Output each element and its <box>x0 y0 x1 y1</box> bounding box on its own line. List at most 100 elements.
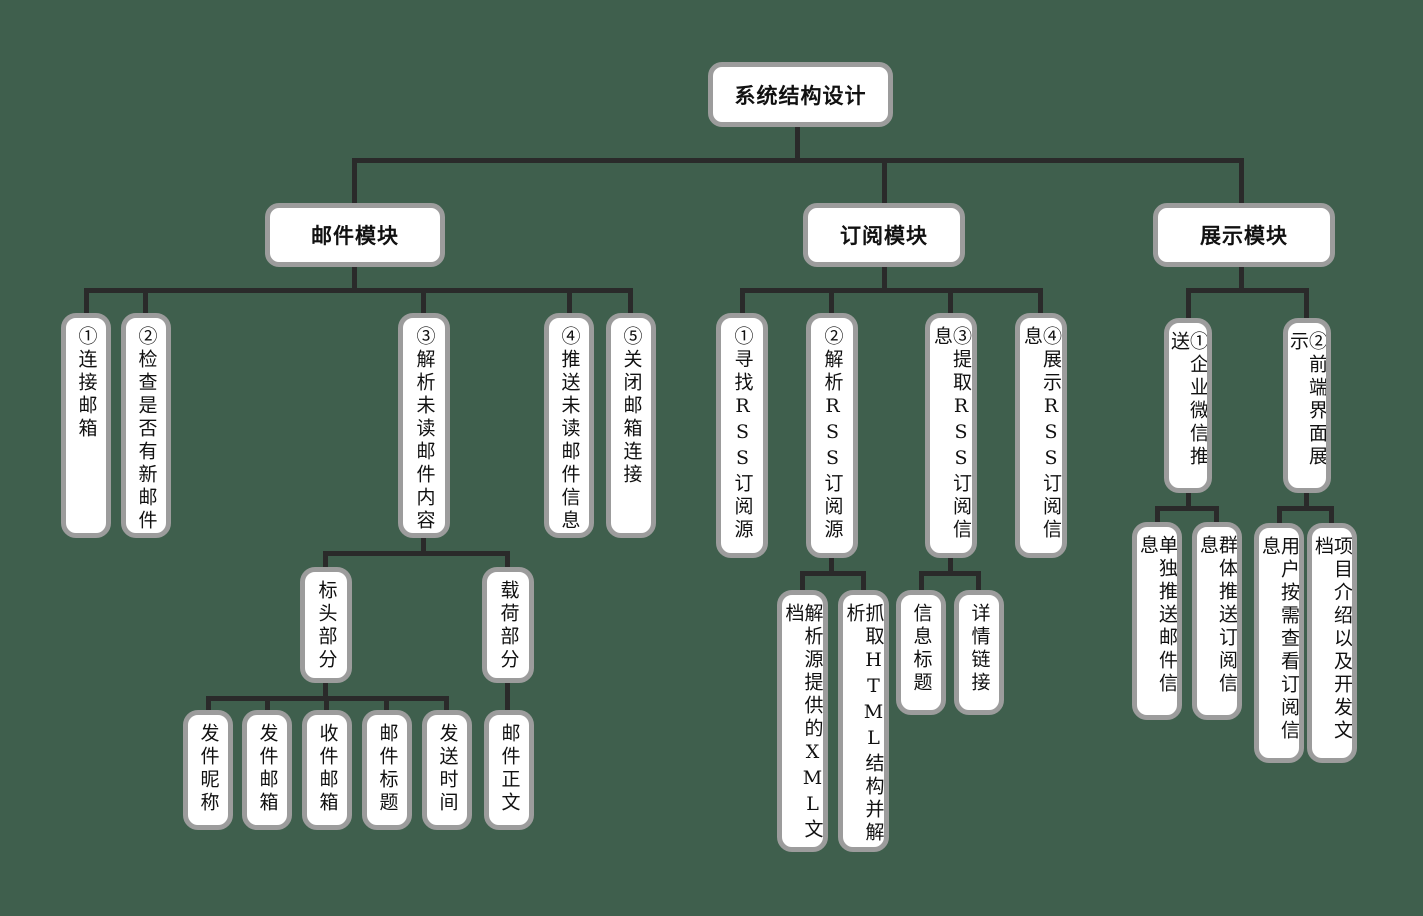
node-check-new-mail: ②检查是否有新邮件 <box>121 313 171 538</box>
node-label: ②检查是否有新邮件 <box>135 326 158 533</box>
node-recipient-email: 收件邮箱 <box>302 710 352 830</box>
node-label: ②解析RSS订阅源 <box>821 326 844 542</box>
connector-line <box>948 288 953 313</box>
connector-line <box>740 288 1043 293</box>
node-push-unread-info: ④推送未读邮件信息 <box>544 313 594 538</box>
connector-line <box>323 551 328 567</box>
node-payload-section: 载荷部分 <box>482 567 534 683</box>
connector-line <box>829 558 834 573</box>
node-display-module: 展示模块 <box>1153 203 1335 267</box>
connector-line <box>1277 506 1282 523</box>
connector-line <box>352 158 1244 163</box>
node-label: 详情链接 <box>968 603 991 695</box>
node-wecom-push: ①企业微信推送 <box>1164 318 1212 493</box>
connector-line <box>421 538 426 553</box>
node-header-section: 标头部分 <box>300 567 352 683</box>
connector-line <box>1155 506 1219 511</box>
connector-line <box>882 267 887 290</box>
connector-line <box>740 288 745 313</box>
node-mail-body: 邮件正文 <box>484 710 534 830</box>
node-label: 邮件模块 <box>311 223 399 248</box>
connector-line <box>1329 506 1334 523</box>
node-frontend-ui-display: ②前端界面展示 <box>1283 318 1331 493</box>
connector-line <box>919 571 924 590</box>
connector-line <box>829 288 834 313</box>
connector-line <box>324 696 329 710</box>
connector-line <box>421 288 426 313</box>
node-label: ④展示RSS订阅信息 <box>1021 326 1062 542</box>
connector-line <box>352 267 357 290</box>
connector-line <box>84 288 633 293</box>
node-label: 标头部分 <box>315 580 338 672</box>
node-sender-email: 发件邮箱 <box>242 710 292 830</box>
node-find-rss-source: ①寻找RSS订阅源 <box>716 313 768 558</box>
node-label: 抓取HTML结构并解析 <box>843 603 885 845</box>
node-label: ⑤关闭邮箱连接 <box>620 326 643 487</box>
connector-line <box>384 696 389 710</box>
node-group-push-subscription-info: 群体推送订阅信息 <box>1192 522 1242 720</box>
node-label: ②前端界面展示 <box>1287 331 1328 469</box>
node-label: 发件邮箱 <box>256 723 279 815</box>
node-detail-link: 详情链接 <box>954 590 1004 715</box>
node-label: 群体推送订阅信息 <box>1197 535 1238 696</box>
node-label: 发件昵称 <box>197 723 220 815</box>
connector-line <box>861 571 866 590</box>
connector-line <box>1214 506 1219 522</box>
node-label: ①企业微信推送 <box>1168 331 1209 469</box>
connector-line <box>919 571 981 576</box>
connector-line <box>1277 506 1334 511</box>
node-label: 单独推送邮件信息 <box>1137 535 1178 696</box>
connector-line <box>265 696 270 710</box>
node-label: 邮件标题 <box>376 723 399 815</box>
connector-line <box>1186 288 1191 318</box>
connector-line <box>795 125 800 163</box>
node-label: 项目介绍以及开发文档 <box>1312 536 1353 743</box>
node-label: 订阅模块 <box>840 223 928 248</box>
node-label: 解析源提供的XML文档 <box>782 603 824 842</box>
node-label: ③解析未读邮件内容 <box>413 326 436 533</box>
connector-line <box>505 551 510 567</box>
node-parse-unread-content: ③解析未读邮件内容 <box>398 313 450 538</box>
node-label: 展示模块 <box>1200 223 1288 248</box>
node-label: 邮件正文 <box>498 723 521 815</box>
connector-line <box>206 696 211 710</box>
node-label: 用户按需查看订阅信息 <box>1259 536 1300 743</box>
connector-line <box>1186 288 1309 293</box>
node-send-time: 发送时间 <box>422 710 472 830</box>
node-subscription-module: 订阅模块 <box>803 203 965 267</box>
connector-line <box>1038 288 1043 313</box>
connector-line <box>84 288 89 313</box>
node-label: 载荷部分 <box>497 580 520 672</box>
node-label: ④推送未读邮件信息 <box>558 326 581 533</box>
connector-line <box>948 558 953 573</box>
connector-line <box>323 551 510 556</box>
node-extract-rss-info: ③提取RSS订阅信息 <box>925 313 977 558</box>
connector-line <box>1304 288 1309 318</box>
node-parse-xml-document: 解析源提供的XML文档 <box>777 590 828 852</box>
connector-line <box>567 288 572 313</box>
connector-line <box>1155 506 1160 522</box>
node-label: 系统结构设计 <box>734 82 867 108</box>
node-label: ①寻找RSS订阅源 <box>731 326 754 542</box>
connector-line <box>1239 267 1244 290</box>
connector-line <box>505 683 510 710</box>
connector-line <box>444 696 449 710</box>
connector-line <box>800 571 866 576</box>
connector-line <box>1186 493 1191 508</box>
node-parse-rss-source: ②解析RSS订阅源 <box>806 313 858 558</box>
node-info-title: 信息标题 <box>896 590 946 715</box>
connector-line <box>352 158 357 203</box>
node-crawl-html-structure: 抓取HTML结构并解析 <box>838 590 889 852</box>
node-single-push-mail-info: 单独推送邮件信息 <box>1132 522 1182 720</box>
node-display-rss-info: ④展示RSS订阅信息 <box>1015 313 1067 558</box>
node-user-view-subscription-info: 用户按需查看订阅信息 <box>1254 523 1304 763</box>
node-connect-mailbox: ①连接邮箱 <box>61 313 111 538</box>
node-label: ③提取RSS订阅信息 <box>931 326 972 542</box>
node-label: 信息标题 <box>910 603 933 695</box>
node-system-structure-design: 系统结构设计 <box>708 62 893 127</box>
node-project-intro-dev-docs: 项目介绍以及开发文档 <box>1307 523 1357 763</box>
node-label: 收件邮箱 <box>316 723 339 815</box>
connector-line <box>628 288 633 313</box>
node-label: 发送时间 <box>436 723 459 815</box>
